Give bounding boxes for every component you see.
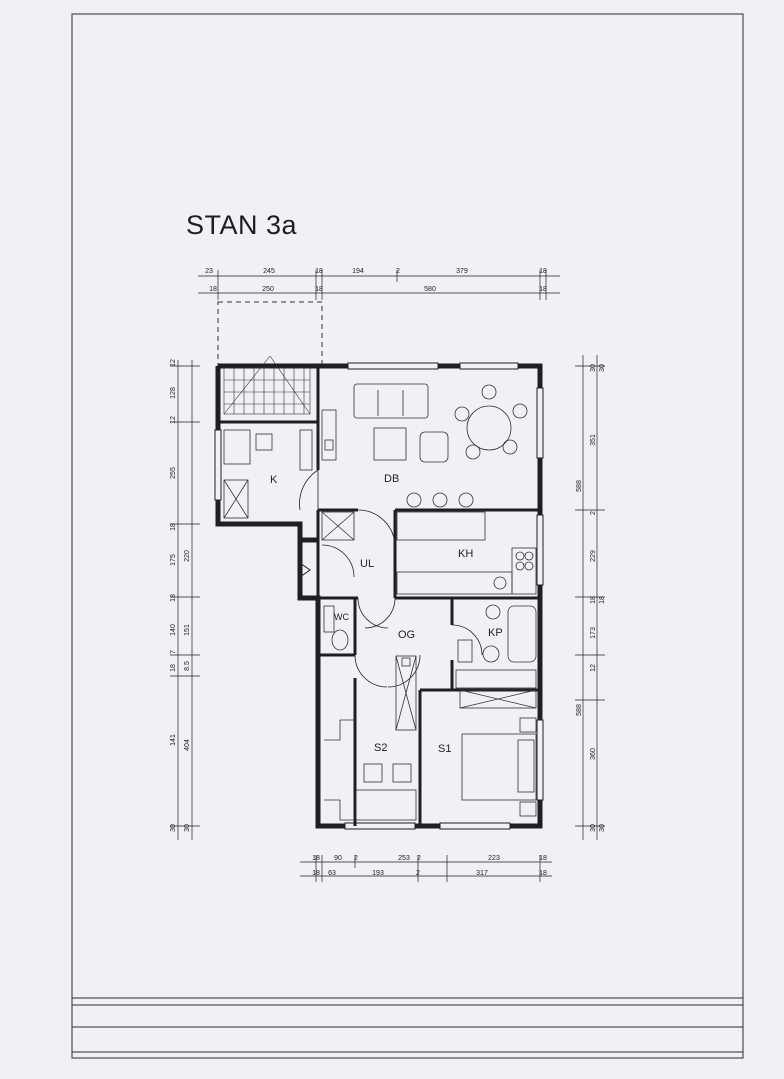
dim-bottom-outer: 193 xyxy=(372,870,384,877)
dim-top-inner: 18 xyxy=(539,286,547,293)
bottom-dimension-lines xyxy=(300,855,552,882)
room-label-kh: KH xyxy=(458,548,473,560)
entrance-marker xyxy=(299,562,311,578)
dim-bottom-inner: 90 xyxy=(334,855,342,862)
sheet-frame xyxy=(71,13,744,1059)
dim-right-inner: 229 xyxy=(590,550,597,562)
dim-left-outer: 12 xyxy=(170,416,177,424)
kitchen-furniture xyxy=(321,511,537,595)
dim-right-inner: 12 xyxy=(590,664,597,672)
dim-left-inner: 404 xyxy=(184,739,191,751)
dim-left-outer: 141 xyxy=(170,734,177,746)
room-label-db: DB xyxy=(384,473,399,485)
dim-bottom-inner: 253 xyxy=(398,855,410,862)
dim-bottom-inner: 18 xyxy=(539,855,547,862)
dim-left-outer: 140 xyxy=(170,624,177,636)
dim-left-inner: 30 xyxy=(184,824,191,832)
windows xyxy=(214,362,544,830)
room-label-kp: KP xyxy=(488,627,503,639)
bedroom-s2-furniture xyxy=(324,719,417,821)
dim-bottom-inner: 223 xyxy=(488,855,500,862)
left-dimension-lines xyxy=(170,360,200,840)
room-k-furniture xyxy=(223,409,337,519)
dim-right-inner: 2 xyxy=(590,511,597,515)
dim-left-outer: 18 xyxy=(170,523,177,531)
dim-right-inner: 18 xyxy=(590,596,597,604)
dim-left-outer: 175 xyxy=(170,554,177,566)
interior-walls xyxy=(218,366,540,826)
dim-right-inner: 30 xyxy=(590,364,597,372)
dim-bottom-outer: 18 xyxy=(539,870,547,877)
room-label-og: OG xyxy=(398,629,415,641)
dim-right-inner: 588 xyxy=(576,704,583,716)
dim-left-outer: 18 xyxy=(170,664,177,672)
dim-top-outer: 18 xyxy=(539,268,547,275)
living-room-furniture xyxy=(353,383,528,508)
door-swings xyxy=(299,469,483,688)
dim-right-inner: 173 xyxy=(590,627,597,639)
dim-left-inner: 220 xyxy=(184,550,191,562)
dim-bottom-outer: 63 xyxy=(328,870,336,877)
room-label-wc: WC xyxy=(334,612,349,622)
room-label-s1: S1 xyxy=(438,743,451,755)
dim-left-outer: 255 xyxy=(170,467,177,479)
dim-bottom-outer: 2 xyxy=(416,870,420,877)
dim-top-outer: 18 xyxy=(315,268,323,275)
dim-top-outer: 2 xyxy=(396,268,400,275)
dim-right-inner: 30 xyxy=(590,824,597,832)
room-label-s2: S2 xyxy=(374,742,387,754)
dim-top-inner: 18 xyxy=(209,286,217,293)
dim-right-inner: 351 xyxy=(590,434,597,446)
dim-top-inner: 18 xyxy=(315,286,323,293)
dim-left-outer: 128 xyxy=(170,387,177,399)
dim-top-outer: 379 xyxy=(456,268,468,275)
title-block xyxy=(71,997,744,1059)
top-dimension-lines xyxy=(198,270,560,300)
hall-wardrobe xyxy=(395,655,537,731)
dim-bottom-outer: 317 xyxy=(476,870,488,877)
dim-top-outer: 245 xyxy=(263,268,275,275)
dim-bottom-inner: 2 xyxy=(417,855,421,862)
dim-right-outer: 30 xyxy=(599,364,606,372)
right-dimension-lines xyxy=(575,355,605,840)
room-labels: K DB UL KH WC OG KP S2 S1 xyxy=(270,473,503,755)
dim-top-outer: 23 xyxy=(205,268,213,275)
dim-top-outer: 194 xyxy=(352,268,364,275)
dim-top-inner: 250 xyxy=(262,286,274,293)
dim-right-outer: 30 xyxy=(599,824,606,832)
dim-top-inner: 580 xyxy=(424,286,436,293)
dim-left-outer: 18 xyxy=(170,594,177,602)
bathroom-fixtures xyxy=(323,604,537,689)
dim-left-outer: 7 xyxy=(170,650,177,654)
dim-right-inner: 588 xyxy=(576,480,583,492)
plan-title: STAN 3a xyxy=(186,210,298,240)
dim-left-outer: 30 xyxy=(170,824,177,832)
room-label-ul: UL xyxy=(360,558,374,570)
room-label-k: K xyxy=(270,474,278,486)
dim-right-outer: 18 xyxy=(599,596,606,604)
bedroom-s1-furniture xyxy=(461,717,537,817)
dim-left-inner: 151 xyxy=(184,624,191,636)
dim-bottom-inner: 2 xyxy=(354,855,358,862)
exterior-walls xyxy=(215,363,543,829)
dim-right-inner: 360 xyxy=(590,748,597,760)
dim-bottom-inner: 18 xyxy=(312,855,320,862)
dim-left-inner: 8.5 xyxy=(184,661,191,671)
dim-bottom-outer: 18 xyxy=(312,870,320,877)
dim-left-outer: 12 xyxy=(170,359,177,367)
balcony-grate xyxy=(223,355,311,415)
